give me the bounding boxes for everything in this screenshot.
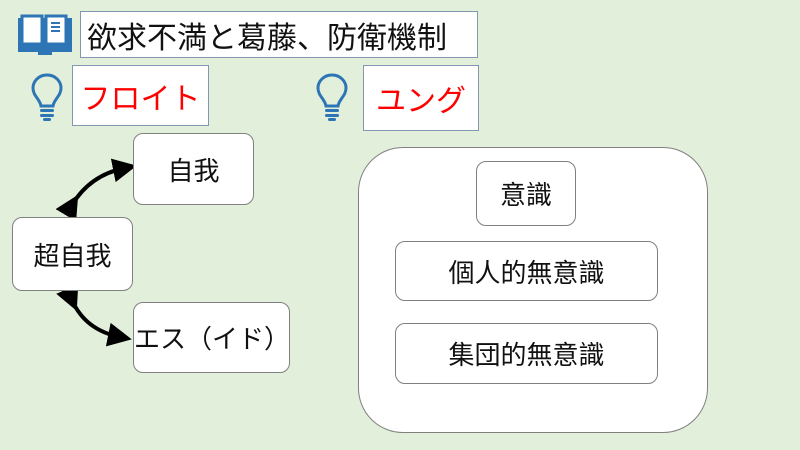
book-icon	[18, 14, 72, 55]
personal-unconscious-layer: 個人的無意識	[395, 241, 658, 301]
ego-node: 自我	[133, 133, 254, 205]
collective-unconscious-layer: 集団的無意識	[395, 323, 658, 384]
page-title: 欲求不満と葛藤、防衛機制	[80, 11, 478, 58]
lightbulb-icon	[316, 73, 348, 121]
consciousness-layer: 意識	[476, 161, 576, 226]
id-node: エス（イド）	[133, 302, 290, 373]
bidirectional-arrows	[55, 158, 137, 347]
lightbulb-icon	[31, 73, 63, 121]
superego-node: 超自我	[12, 217, 133, 291]
jung-label: ユング	[363, 65, 479, 131]
freud-label: フロイト	[72, 65, 209, 126]
